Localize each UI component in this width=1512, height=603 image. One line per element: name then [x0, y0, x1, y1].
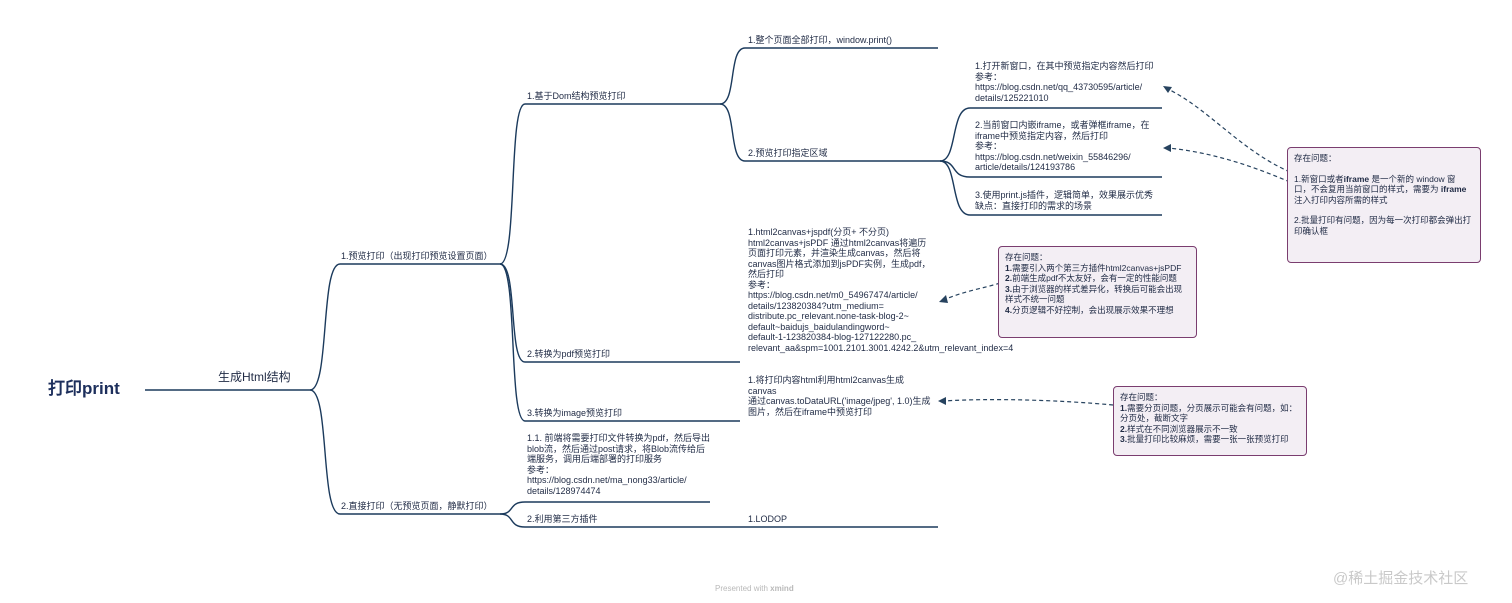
backend-line: 参考： [527, 464, 555, 475]
note-line: 1.需要引入两个第三方插件html2canvas+jsPDF [1005, 262, 1182, 273]
root-topic[interactable]: 打印print [48, 379, 120, 398]
iframe-option[interactable]: 2.当前窗口内嵌iframe，或者弹框iframe，在 iframe中预览指定内… [975, 120, 1150, 173]
note-title: 存在问题： [1005, 252, 1048, 262]
option-line: 参考： [975, 141, 1003, 151]
note-line: 分页处，截断文字 [1120, 413, 1189, 423]
center-topic-label: 生成Html结构 [218, 370, 291, 384]
backend-line: 端服务，调用后端部署的打印服务 [527, 454, 663, 464]
pdf-detail-line: 然后打印 [748, 269, 785, 279]
arrow-pdf-issue [943, 282, 1001, 301]
note-spacer [1294, 164, 1474, 174]
option-line: 1.打开新窗口，在其中预览指定内容然后打印 [975, 61, 1154, 71]
link-full [719, 47, 746, 105]
link-preview [309, 263, 341, 391]
pdf-detail-line: 参考： [748, 279, 776, 290]
center-topic[interactable]: 生成Html结构 [218, 370, 291, 384]
dom-preview-node[interactable]: 1.基于Dom结构预览打印 [527, 91, 626, 101]
option-line: https://blog.csdn.net/qq_43730595/articl… [975, 82, 1143, 92]
xmind-brand: xmind [770, 584, 794, 593]
pdf-detail-line: default-1-123820384-blog-127122280.pc_ [748, 332, 917, 342]
area-print-node[interactable]: 2.预览打印指定区域 [748, 148, 828, 158]
note-line: 1.需要分页问题，分页展示可能会有问题，如： [1120, 402, 1298, 413]
image-detail-line: 通过canvas.toDataURL('image/jpeg', 1.0)生成 [748, 396, 931, 406]
note-line: 印确认框 [1294, 225, 1329, 236]
arrowhead-opt2 [1163, 144, 1171, 152]
link-dom [499, 103, 526, 265]
backend-print-node[interactable]: 1.1. 前端将需要打印文件转换为pdf，然后导出 blob流，然后通过post… [527, 433, 710, 496]
backend-line: details/128974474 [527, 485, 601, 496]
link-pdf [499, 263, 526, 363]
image-preview-node[interactable]: 3.转换为image预览打印 [527, 408, 623, 418]
note-line: 4.分页逻辑不好控制，会出现展示效果不理想 [1005, 304, 1174, 315]
link-direct [309, 389, 341, 515]
lodop-node[interactable]: 1.LODOP [748, 514, 788, 524]
direct-print-node[interactable]: 2.直接打印（无预览页面，静默打印） [341, 501, 493, 511]
note-title: 存在问题： [1120, 392, 1163, 402]
pdf-preview-node[interactable]: 2.转换为pdf预览打印 [527, 349, 611, 359]
note-line: 2.前端生成pdf不太友好，会有一定的性能问题 [1005, 273, 1177, 283]
pdf-detail-line: relevant_aa&spm=1001.2101.3001.4242.2&ut… [748, 342, 1014, 353]
preview-print-node[interactable]: 1.预览打印（出现打印预览设置页面） [341, 251, 493, 261]
option-line: details/125221010 [975, 92, 1049, 103]
watermark: @稀土掘金技术社区 [1333, 570, 1469, 587]
image-detail-line: 1.将打印内容html利用html2canvas生成 [748, 375, 905, 385]
image-detail-line: canvas [748, 385, 777, 396]
pdf-issue-note[interactable]: 存在问题： 1.需要引入两个第三方插件html2canvas+jsPDF 2.前… [998, 246, 1197, 338]
option-line: 2.当前窗口内嵌iframe，或者弹框iframe，在 [975, 120, 1150, 130]
option-line: 3.使用print.js插件，逻辑简单，效果展示优秀 [975, 190, 1154, 200]
presented-with-label: Presented with xmind [715, 584, 794, 593]
option-line: 参考： [975, 71, 1003, 82]
note-line: 注入打印内容所需的样式 [1294, 194, 1388, 205]
note-spacer [1294, 205, 1474, 215]
pdf-detail-line: https://blog.csdn.net/m0_54967474/articl… [748, 290, 918, 300]
link-opt3 [939, 160, 971, 216]
note-line: 样式不统一问题 [1005, 294, 1065, 304]
note-line: 2.批量打印有问题，因为每一次打印都会弹出打 [1294, 215, 1472, 225]
pdf-detail-line: canvas图片格式添加到jsPDF实例，生成pdf， [748, 258, 931, 269]
image-issue-note[interactable]: 存在问题： 1.需要分页问题，分页展示可能会有问题，如： 分页处，截断文字 2.… [1113, 386, 1307, 456]
pdf-detail-line: default~baidujs_baidulandingword~ [748, 321, 890, 332]
link-plugin [499, 513, 526, 528]
note-line: 1.新窗口或者iframe 是一个新的 window 窗 [1294, 173, 1456, 184]
backend-line: 1.1. 前端将需要打印文件转换为pdf，然后导出 [527, 433, 711, 443]
option-line: https://blog.csdn.net/weixin_55846296/ [975, 151, 1131, 162]
new-window-option[interactable]: 1.打开新窗口，在其中预览指定内容然后打印 参考： https://blog.c… [975, 61, 1154, 103]
option-line: 缺点：直接打印的需求的场景 [975, 200, 1093, 211]
backend-line: https://blog.csdn.net/ma_nong33/article/ [527, 475, 687, 485]
pdf-detail-line: details/123820384?utm_medium= [748, 300, 884, 311]
third-party-plugin-node[interactable]: 2.利用第三方插件 [527, 514, 598, 524]
image-detail-line: 图片，然后在iframe中预览打印 [748, 406, 873, 417]
option-line: article/details/124193786 [975, 162, 1076, 172]
note-title: 存在问题： [1294, 153, 1337, 163]
pdf-detail-line: distribute.pc_relevant.none-task-blog-2~ [748, 311, 909, 321]
full-page-print-node[interactable]: 1.整个页面全部打印，window.print() [748, 35, 893, 45]
note-line: 3.由于浏览器的样式差异化，转换后可能会出现 [1005, 283, 1183, 294]
link-backend [499, 501, 526, 515]
arrow-image-issue [943, 399, 1114, 406]
pdf-detail-line: 1.html2canvas+jspdf(分页+ 不分页) [748, 227, 890, 237]
link-image [499, 263, 526, 422]
backend-line: blob流，然后通过post请求，将Blob流传给后 [527, 443, 706, 454]
link-opt2 [939, 160, 971, 178]
note-line: 3.批量打印比较麻烦，需要一张一张预览打印 [1120, 434, 1289, 444]
arrow-opt2-issue [1167, 147, 1291, 183]
arrowhead-image [938, 397, 946, 405]
iframe-issue-note[interactable]: 存在问题： 1.新窗口或者iframe 是一个新的 window 窗 口，不会复… [1287, 147, 1481, 263]
option-line: iframe中预览指定内容，然后打印 [975, 130, 1109, 141]
arrowhead-pdf [939, 295, 948, 303]
link-area [719, 103, 746, 162]
pdf-detail[interactable]: 1.html2canvas+jspdf(分页+ 不分页) html2canvas… [748, 227, 1014, 353]
note-line: 2.样式在不同浏览器展示不一致 [1120, 423, 1238, 434]
pdf-detail-line: html2canvas+jsPDF 通过html2canvas将遍历 [748, 237, 927, 248]
printjs-option[interactable]: 3.使用print.js插件，逻辑简单，效果展示优秀 缺点：直接打印的需求的场景 [975, 190, 1153, 211]
pdf-detail-line: 页面打印元素，并渲染生成canvas，然后将 [748, 248, 921, 258]
arrowhead-opt1 [1163, 86, 1172, 93]
link-opt1 [939, 107, 971, 162]
note-line: 口，不会复用当前窗口的样式，需要为 iframe [1294, 184, 1467, 194]
image-detail[interactable]: 1.将打印内容html利用html2canvas生成 canvas 通过canv… [748, 375, 931, 417]
